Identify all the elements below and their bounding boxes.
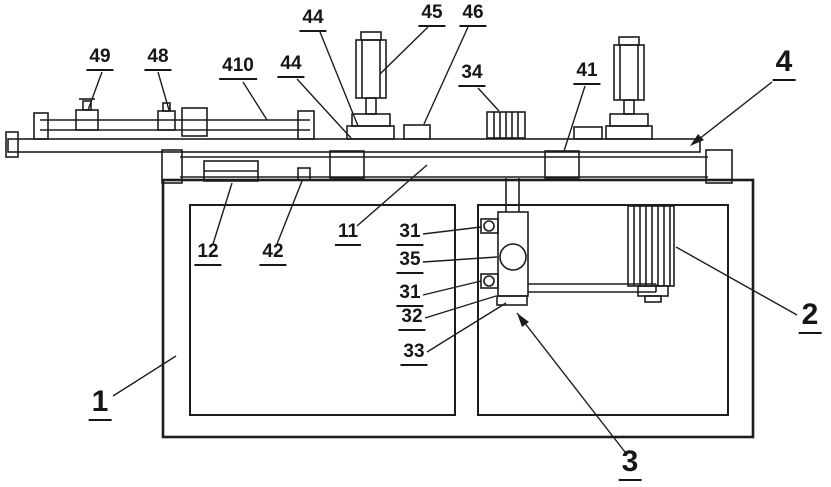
callout-34: 34: [458, 63, 486, 87]
striped-unit-2: [627, 205, 675, 303]
callout-46: 46: [459, 3, 487, 27]
callout-3: 3: [618, 446, 642, 481]
callout-12: 12: [194, 242, 222, 266]
callout-48: 48: [144, 47, 172, 71]
leader-lines: [87, 26, 798, 453]
callout-2: 2: [798, 299, 822, 334]
right-cylinder-assembly: [605, 36, 653, 140]
striped-block-34: [486, 111, 526, 139]
callout-44-upper: 44: [299, 8, 327, 32]
callout-31-lower: 31: [396, 283, 424, 307]
callout-44-lower: 44: [277, 54, 305, 78]
callout-32: 32: [398, 307, 426, 331]
roller-mechanism: [480, 178, 657, 306]
platform: [5, 131, 701, 158]
block-near-41: [573, 126, 603, 140]
feed-slide-assembly: [33, 98, 315, 140]
callout-41: 41: [573, 61, 601, 85]
callout-33: 33: [400, 342, 428, 366]
callout-31-upper: 31: [396, 222, 424, 246]
callout-45: 45: [418, 3, 446, 27]
callout-1: 1: [88, 386, 112, 421]
callout-4: 4: [772, 46, 796, 81]
callout-35: 35: [396, 250, 424, 274]
block-46: [403, 124, 431, 140]
leader-arrowheads: [517, 134, 704, 327]
housing: [161, 178, 755, 439]
guide-rail: [161, 149, 733, 184]
callout-11: 11: [334, 222, 362, 246]
callout-410: 410: [219, 56, 257, 80]
left-cylinder-assembly: [346, 31, 395, 140]
callout-42: 42: [259, 242, 287, 266]
callout-49: 49: [86, 47, 114, 71]
